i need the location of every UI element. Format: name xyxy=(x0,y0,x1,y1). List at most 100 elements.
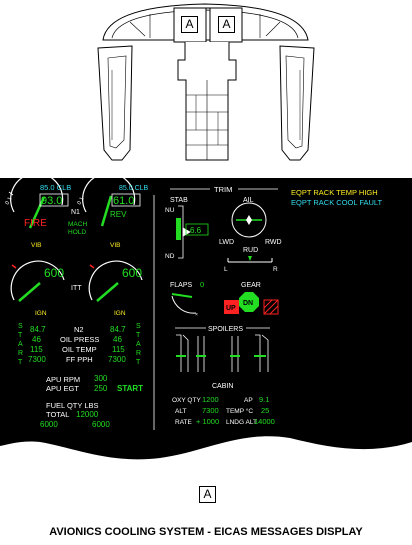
ign-left-label: IGN xyxy=(35,310,47,317)
gear-dn-indicator xyxy=(239,292,259,312)
svg-text:T: T xyxy=(18,332,23,339)
systems-display: TRIM STAB NU ND 6.6 AIL LWD RWD RUD L R … xyxy=(165,185,282,426)
aileron-trim-dial xyxy=(231,202,267,238)
ail-label: AIL xyxy=(243,197,254,204)
alt-value: 7300 xyxy=(202,406,219,415)
oxy-value: 1200 xyxy=(202,395,219,404)
cas-message-cool-fault: EQPT RACK COOL FAULT xyxy=(291,198,383,207)
start-left-vertical: S T A R T xyxy=(18,323,23,366)
rud-l-label: L xyxy=(224,266,228,273)
flaps-label: FLAPS xyxy=(170,282,193,289)
ap-label: AP xyxy=(244,397,253,404)
engine-gauges: 0 1 85.0 CLB 93.0 FIRE N1 MACH HOLD 0 1 … xyxy=(5,172,149,429)
oil-press-left-value: 46 xyxy=(32,335,41,344)
oil-temp-left-value: 115 xyxy=(30,345,43,354)
ref-label-left-display: A xyxy=(181,16,198,33)
fuel-total-label: TOTAL xyxy=(46,410,69,419)
ff-label: FF PPH xyxy=(66,355,93,364)
stab-value: 6.6 xyxy=(190,226,202,235)
oil-press-right-value: 46 xyxy=(113,335,122,344)
figure-caption: AVIONICS COOLING SYSTEM - EICAS MESSAGES… xyxy=(49,526,363,538)
temp-value: 25 xyxy=(261,406,269,415)
oil-temp-right-value: 115 xyxy=(112,345,125,354)
n1-right-gauge: 0 1 xyxy=(77,172,141,227)
gear-up-label: UP xyxy=(226,305,236,312)
rate-value: + 1000 xyxy=(196,417,219,426)
rate-label: RATE xyxy=(175,419,193,426)
stab-trim-scale xyxy=(176,205,191,259)
flaps-indicator: × xyxy=(171,293,198,318)
svg-text:S: S xyxy=(18,323,23,330)
temp-label: TEMP °C xyxy=(226,407,253,415)
oil-press-label: OIL PRESS xyxy=(60,335,99,344)
n2-right-value: 84.7 xyxy=(110,325,126,334)
n1-left-target: 85.0 CLB xyxy=(40,183,71,192)
stab-nu-label: NU xyxy=(165,207,175,214)
svg-text:R: R xyxy=(18,350,23,357)
vib-left-label: VIB xyxy=(31,242,41,249)
apu-rpm-value: 300 xyxy=(94,374,108,383)
lwd-label: LWD xyxy=(219,239,234,246)
flaps-value: 0 xyxy=(200,280,204,289)
apu-egt-value: 250 xyxy=(94,384,108,393)
apu-start-label: START xyxy=(117,384,143,393)
fuel-left-value: 6000 xyxy=(40,420,58,429)
stab-value-box xyxy=(185,223,209,236)
n1-left-value: 93.0 xyxy=(41,195,62,207)
rud-r-label: R xyxy=(273,266,278,273)
ref-label-detail: A xyxy=(199,486,216,503)
ign-right-label: IGN xyxy=(114,310,126,317)
gear-hatched-box xyxy=(263,299,279,315)
itt-right-gauge xyxy=(88,260,143,302)
stab-label: STAB xyxy=(170,197,188,204)
svg-text:T: T xyxy=(136,359,141,366)
rwd-label: RWD xyxy=(265,239,282,246)
hold-label: HOLD xyxy=(68,229,86,236)
gear-label: GEAR xyxy=(241,282,261,289)
svg-text:T: T xyxy=(18,359,23,366)
cas-messages: EQPT RACK TEMP HIGH EQPT RACK COOL FAULT xyxy=(291,188,383,207)
svg-text:0 1: 0 1 xyxy=(5,196,14,206)
start-right-vertical: S T A R T xyxy=(136,323,141,366)
rud-label: RUD xyxy=(243,247,258,254)
n1-right-target: 85.0 CLB xyxy=(119,185,149,192)
ref-label-right-display: A xyxy=(218,16,235,33)
vib-right-label: VIB xyxy=(110,242,120,249)
cas-message-temp-high: EQPT RACK TEMP HIGH xyxy=(291,188,378,197)
trim-label: TRIM xyxy=(214,185,232,194)
stab-nd-label: ND xyxy=(165,253,175,260)
n1-right-value: 61.0 xyxy=(113,195,134,207)
n2-left-value: 84.7 xyxy=(30,325,46,334)
n1-left-gauge: 0 1 xyxy=(5,172,69,229)
ff-left-value: 7300 xyxy=(28,355,46,364)
alt-label: ALT xyxy=(175,408,186,415)
gear-up-box xyxy=(224,300,239,314)
rudder-trim-scale xyxy=(227,256,273,263)
mach-label: MACH xyxy=(68,221,87,228)
svg-text:T: T xyxy=(136,332,141,339)
ff-right-value: 7300 xyxy=(108,355,126,364)
fuel-qty-label: FUEL QTY LBS xyxy=(46,401,99,410)
svg-text:×: × xyxy=(195,312,198,318)
apu-egt-label: APU EGT xyxy=(46,384,79,393)
svg-text:R: R xyxy=(136,350,141,357)
fuel-total-value: 12000 xyxy=(76,410,99,419)
itt-right-value: 600 xyxy=(122,266,142,280)
oil-temp-label: OIL TEMP xyxy=(62,345,97,354)
lndg-alt-label: LNDG ALT xyxy=(226,419,257,426)
fuel-right-value: 6000 xyxy=(92,420,110,429)
lndg-alt-value: 14000 xyxy=(254,417,275,426)
eicas-display-background xyxy=(0,178,412,460)
svg-text:0 1: 0 1 xyxy=(77,196,86,206)
gear-dn-label: DN xyxy=(243,300,253,307)
spoilers-label: SPOILERS xyxy=(208,326,243,333)
cockpit-panel-drawing xyxy=(97,3,315,161)
itt-left-gauge xyxy=(10,260,65,302)
rev-indicator: REV xyxy=(110,210,127,219)
svg-text:S: S xyxy=(136,323,141,330)
n2-label: N2 xyxy=(74,325,84,334)
apu-rpm-label: APU RPM xyxy=(46,375,80,384)
ap-value: 9.1 xyxy=(259,395,269,404)
spoiler-panels xyxy=(176,334,269,372)
